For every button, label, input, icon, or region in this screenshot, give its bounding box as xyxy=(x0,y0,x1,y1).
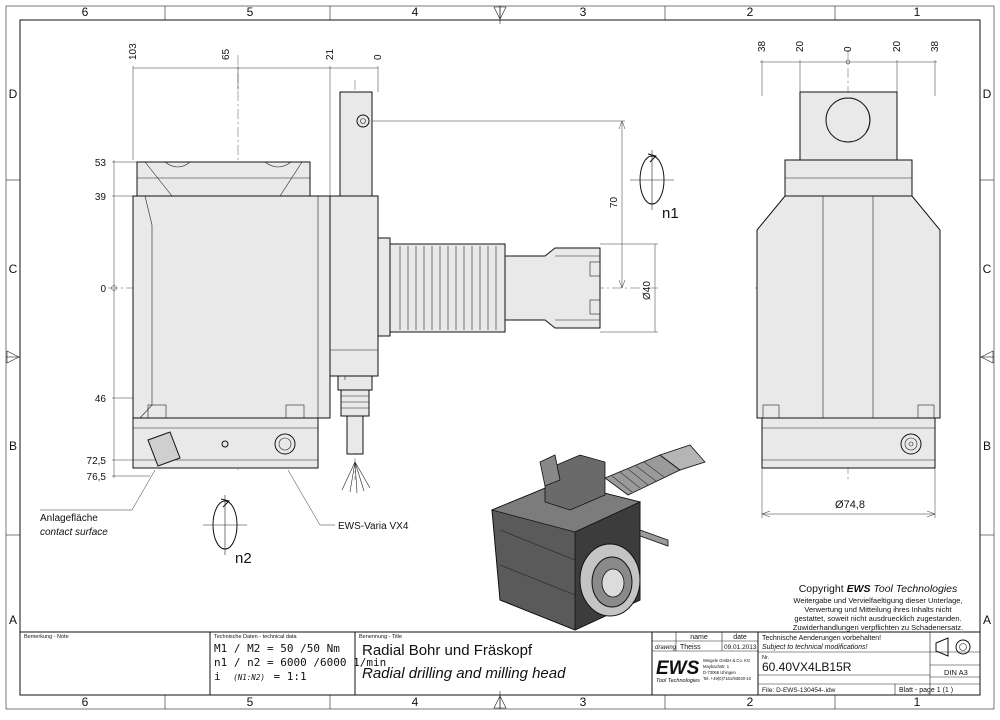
title-label: Benennung - Title xyxy=(359,634,402,640)
border-labels: 6 5 4 3 2 1 6 5 4 3 2 1 D C B A D C B A xyxy=(9,5,992,709)
tech-data-ratio-prefix: i xyxy=(214,670,221,683)
part-number: 60.40VX4LB15R xyxy=(762,660,852,674)
dimension-label: 72,5 xyxy=(87,456,107,467)
column-label: 2 xyxy=(747,5,754,19)
company-logo-sub: Tool Technologies xyxy=(656,678,700,684)
dimension-label: 65 xyxy=(221,48,232,60)
drawer-name: Theiss xyxy=(680,644,701,651)
column-label: 1 xyxy=(914,5,921,19)
row-label: B xyxy=(9,439,17,453)
tech-data-ratio-value: = 1:1 xyxy=(273,670,306,683)
copyright-line: Verwertung und Mitteilung ihres Inhalts … xyxy=(804,605,952,614)
copyright-brand: EWS xyxy=(847,583,871,595)
row-label: D xyxy=(983,87,992,101)
row-label: B xyxy=(983,439,991,453)
drawing-title-en: Radial drilling and milling head xyxy=(362,665,566,682)
rotation-symbol-n2: n2 xyxy=(203,495,252,567)
column-label: 2 xyxy=(747,695,754,709)
n1-label: n1 xyxy=(662,205,679,222)
copyright-suffix: Tool Technologies xyxy=(870,583,958,595)
column-label: 3 xyxy=(580,5,587,19)
front-view xyxy=(108,55,660,494)
modification-notice-en: Subject to technical modifications! xyxy=(762,644,867,651)
dimension-label: 20 xyxy=(892,40,903,52)
column-label: 3 xyxy=(580,695,587,709)
row-label: C xyxy=(983,262,992,276)
row-label-drawing: drawing xyxy=(655,645,677,651)
row-label: D xyxy=(9,87,18,101)
remark-label: Bemerkung - Note xyxy=(24,634,69,640)
n2-label: n2 xyxy=(235,550,252,567)
dimension-label: 46 xyxy=(95,394,107,405)
drawing-title-de: Radial Bohr und Fräskopf xyxy=(362,642,533,659)
copyright-line: gestattet, soweit nicht ausdruecklich zu… xyxy=(794,614,961,623)
column-label: 4 xyxy=(412,5,419,19)
projection-symbol-icon xyxy=(935,637,971,657)
file-name: File: D-EWS-130454-.idw xyxy=(762,687,836,694)
column-label: 4 xyxy=(412,695,419,709)
svg-text:Copyright EWS Tool Technologie: Copyright EWS Tool Technologies xyxy=(799,583,958,595)
dimension-label: 103 xyxy=(128,43,139,60)
dimension-label: 76,5 xyxy=(87,472,107,483)
side-view-dimensions: 38 20 0 20 38 Ø74,8 xyxy=(757,40,941,518)
dimension-label: Ø40 xyxy=(642,281,653,300)
dimension-label: 38 xyxy=(930,40,941,52)
leader-product: EWS-Varia VX4 xyxy=(287,469,409,532)
tech-data-torque: M1 / M2 = 50 /50 Nm xyxy=(214,642,340,655)
sheet-format: DIN A3 xyxy=(944,668,968,677)
copyright-line: Zuwiderhandlungen verpflichten zu Schade… xyxy=(793,623,964,632)
copyright-notice: Copyright EWS Tool Technologies Weiterga… xyxy=(793,583,964,632)
rotation-symbol-n1: n1 xyxy=(630,150,679,222)
address-line: Weigele GmbH & Co. KG xyxy=(703,658,750,663)
column-label: 5 xyxy=(247,5,254,19)
tech-data-label: Technische Daten - technical data xyxy=(214,634,297,640)
leader-contact-surface: Anlagefläche contact surface xyxy=(40,469,156,538)
title-block-text: Bemerkung - Note Technische Daten - tech… xyxy=(24,634,971,694)
dimension-label: 21 xyxy=(325,48,336,60)
center-mark-right xyxy=(980,350,994,364)
tech-data-ratio-note: (N1:N2) xyxy=(233,673,265,682)
column-label: 6 xyxy=(82,5,89,19)
column-label: 1 xyxy=(914,695,921,709)
tech-data-speed: n1 / n2 = 6000 /6000 1/min xyxy=(214,656,386,669)
column-header-date: date xyxy=(733,634,747,641)
address-line: Tel. +49(0)7161/93040-10 xyxy=(703,676,752,681)
copyright-prefix: Copyright xyxy=(799,583,847,595)
title-block xyxy=(20,631,980,695)
dimension-label: 38 xyxy=(757,40,768,52)
drawing-frame xyxy=(5,5,995,710)
modification-notice-de: Technische Aenderungen vorbehalten! xyxy=(762,635,881,642)
sheet-number: Blatt - page 1 (1 ) xyxy=(899,687,953,694)
column-label: 5 xyxy=(247,695,254,709)
dimension-label: 0 xyxy=(843,46,854,52)
center-mark-left xyxy=(6,350,20,364)
product-reference-label: EWS-Varia VX4 xyxy=(338,521,409,532)
dimension-label: 0 xyxy=(100,284,106,295)
dimension-label: 39 xyxy=(95,192,107,203)
column-label: 6 xyxy=(82,695,89,709)
side-view xyxy=(755,50,941,480)
front-view-dimensions: 103 65 21 0 53 39 0 46 72,5 76,5 70 Ø40 xyxy=(87,43,658,483)
copyright-line: Weitergabe und Vervielfaeltigung dieser … xyxy=(793,596,962,605)
row-label: C xyxy=(9,262,18,276)
dimension-label: 53 xyxy=(95,158,107,169)
company-logo: EWS xyxy=(656,658,700,679)
contact-surface-label-en: contact surface xyxy=(40,527,108,538)
contact-surface-label-de: Anlagefläche xyxy=(40,513,98,524)
column-header-name: name xyxy=(690,634,708,641)
row-label: A xyxy=(9,613,17,627)
address-line: Maybachstr. 1 xyxy=(703,664,730,669)
row-label: A xyxy=(983,613,991,627)
dimension-label: 20 xyxy=(795,40,806,52)
number-label: Nr. xyxy=(762,655,770,661)
svg-text:i (N1:N2) = 1:1: i (N1:N2) = 1:1 xyxy=(214,670,307,683)
isometric-view xyxy=(490,444,706,631)
dimension-label: 70 xyxy=(609,196,620,208)
dimension-label: Ø74,8 xyxy=(835,499,865,511)
dimension-label: 0 xyxy=(373,54,384,60)
address-line: D-73066 Uhingen xyxy=(703,670,736,675)
drawing-date: 09.01.2013 xyxy=(724,644,757,651)
